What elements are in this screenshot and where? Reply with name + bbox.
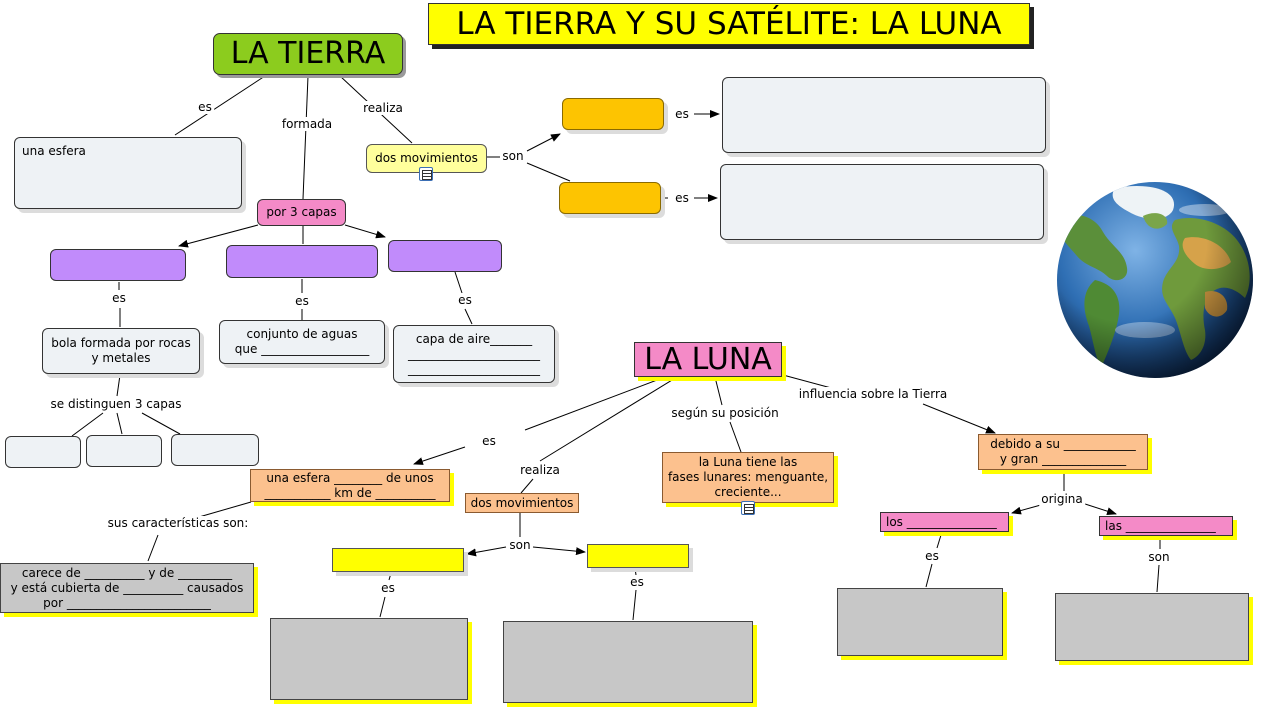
link-label-luna-es: es [480,434,498,448]
tierra-capas-text: por 3 capas [266,205,337,219]
link-label-tierra-son: son [500,149,526,163]
tierra-movimiento-1-definition[interactable] [722,77,1046,153]
luna-los-text: los _______________ [886,515,997,529]
tierra-bola-box[interactable]: bola formada por rocas y metales [42,328,200,374]
luna-movimientos-box[interactable]: dos movimientos [465,493,579,513]
note-icon[interactable] [419,167,433,181]
tierra-esfera-box[interactable]: una esfera [14,137,242,209]
luna-movimientos-text: dos movimientos [470,495,574,510]
luna-las-text: las _______________ [1105,519,1216,533]
tierra-aire-text: capa de aire_______ ____________________… [408,331,540,376]
luna-movimiento-1-box[interactable] [332,548,464,572]
link-label-tierra-es: es [196,100,214,114]
luna-debido-text: debido a su ____________ y gran ________… [990,437,1136,466]
luna-title: LA LUNA [634,342,782,377]
geosfera-capa-3-box[interactable] [171,434,259,466]
luna-movimiento-2-definition[interactable] [503,621,753,703]
luna-caracteristicas-box[interactable]: carece de __________ y de _________ y es… [0,563,254,613]
link-label-formada: formada [279,117,335,131]
link-label-capa3-es: es [456,293,474,307]
link-label-luna-son: son [507,538,533,552]
luna-las-definition[interactable] [1055,593,1249,661]
main-title: LA TIERRA Y SU SATÉLITE: LA LUNA [428,3,1030,45]
link-label-distinguen: se distinguen 3 capas [48,397,184,411]
luna-esfera-text: una esfera ________ de unos ___________ … [264,470,436,500]
link-label-origina: origina [1039,492,1085,506]
tierra-capa-2-box[interactable] [226,245,378,278]
geosfera-capa-1-box[interactable] [5,436,81,468]
tierra-movimiento-2-definition[interactable] [720,164,1044,240]
link-label-las-son: son [1146,550,1172,564]
luna-esfera-box[interactable]: una esfera ________ de unos ___________ … [250,469,450,502]
geosfera-capa-2-box[interactable] [86,435,162,467]
luna-movimiento-2-box[interactable] [587,544,689,568]
note-icon[interactable] [741,501,755,515]
link-label-influencia: influencia sobre la Tierra [796,387,950,401]
tierra-esfera-text: una esfera [22,144,86,158]
luna-movimiento-1-definition[interactable] [270,618,468,700]
luna-fases-text: la Luna tiene las fases lunares: menguan… [667,455,829,499]
tierra-title: LA TIERRA [213,33,403,75]
luna-las-box[interactable]: las _______________ [1099,516,1233,536]
luna-los-box[interactable]: los _______________ [880,512,1009,532]
link-label-capa2-es: es [293,294,311,308]
luna-debido-box[interactable]: debido a su ____________ y gran ________… [978,434,1148,470]
link-label-mov1-es: es [673,107,691,121]
tierra-movimiento-2-box[interactable] [559,182,661,214]
luna-fases-box[interactable]: la Luna tiene las fases lunares: menguan… [662,452,834,503]
tierra-aguas-text: conjunto de aguas que __________________ [234,327,370,356]
link-label-los-es: es [923,549,941,563]
luna-los-definition[interactable] [837,588,1003,656]
luna-caracteristicas-text: carece de __________ y de _________ y es… [10,565,244,610]
link-label-luna-mov2-es: es [628,575,646,589]
link-label-mov2-es: es [673,191,691,205]
link-label-tierra-realiza: realiza [361,101,405,115]
link-label-caracteristicas: sus características son: [105,516,251,530]
tierra-movimientos-box[interactable]: dos movimientos [366,144,487,173]
tierra-aire-box[interactable]: capa de aire_______ ____________________… [393,325,555,383]
link-label-posicion: según su posición [669,406,781,420]
tierra-capas-box[interactable]: por 3 capas [257,199,346,226]
tierra-capa-3-box[interactable] [388,240,502,272]
link-label-luna-mov1-es: es [379,581,397,595]
link-label-capa1-es: es [110,291,128,305]
link-label-luna-realiza: realiza [518,463,562,477]
earth-globe-image [1057,182,1253,378]
tierra-movimiento-1-box[interactable] [562,98,664,130]
tierra-aguas-box[interactable]: conjunto de aguas que __________________ [219,320,385,364]
tierra-capa-1-box[interactable] [50,249,186,281]
tierra-movimientos-text: dos movimientos [375,151,478,165]
tierra-bola-text: bola formada por rocas y metales [51,336,191,365]
